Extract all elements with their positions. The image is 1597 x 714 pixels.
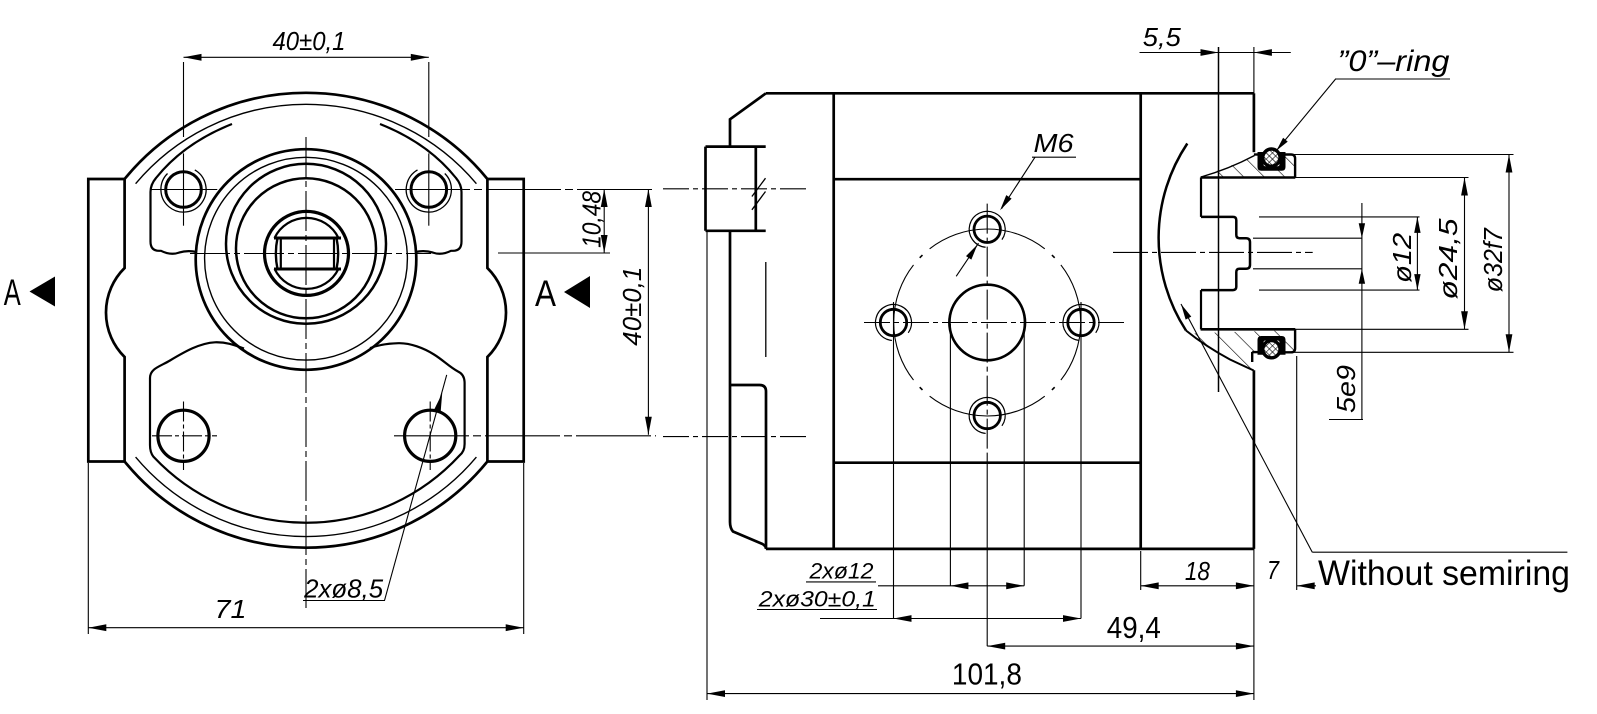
svg-text:10,48: 10,48 [577,190,607,247]
svg-text:5,5: 5,5 [1143,22,1182,52]
svg-text:18: 18 [1185,556,1210,586]
svg-text:40±0,1: 40±0,1 [617,267,647,346]
svg-text:2xø8,5: 2xø8,5 [303,574,384,604]
svg-text:2xø12: 2xø12 [808,559,873,584]
svg-text:2xø30±0,1: 2xø30±0,1 [758,587,876,612]
svg-text:71: 71 [215,594,247,624]
svg-text:40±0,1: 40±0,1 [273,26,346,56]
svg-text:ø32f7: ø32f7 [1478,227,1508,292]
svg-text:7: 7 [1267,555,1280,585]
svg-text:M6: M6 [1034,128,1075,158]
svg-text:ø12: ø12 [1387,232,1417,283]
svg-text:49,4: 49,4 [1107,610,1161,645]
svg-text:Without semiring: Without semiring [1318,554,1570,593]
svg-text:A: A [535,273,556,314]
svg-text:”0”–ring: ”0”–ring [1338,45,1450,78]
svg-text:5e9: 5e9 [1331,365,1361,413]
svg-text:ø24,5: ø24,5 [1433,218,1463,300]
svg-text:101,8: 101,8 [952,657,1022,692]
svg-text:A: A [4,272,21,313]
